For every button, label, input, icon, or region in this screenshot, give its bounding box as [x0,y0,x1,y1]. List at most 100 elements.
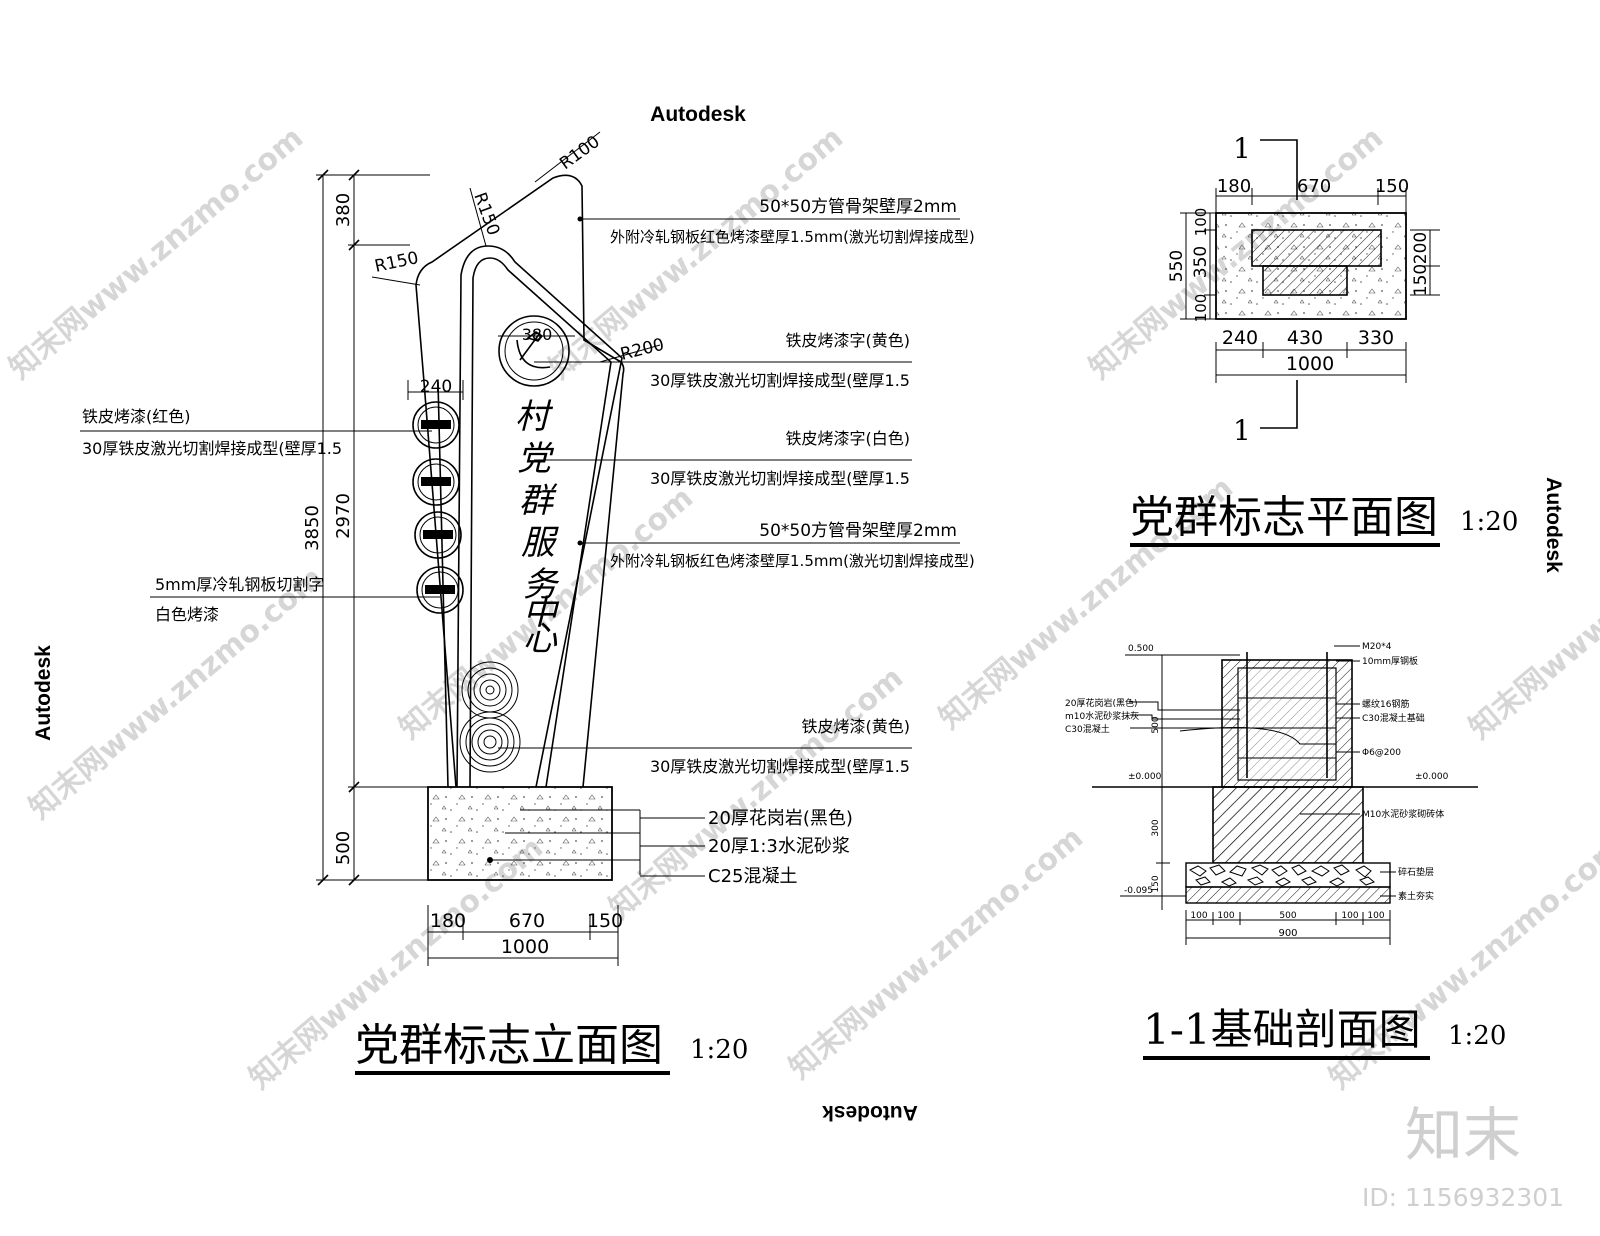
watermark: 知末网www.znzmo.com [23,560,330,826]
svg-text:白色烤漆: 白色烤漆 [155,605,219,624]
elev-bottom: -0.095 [1124,886,1153,896]
plan-dim-bottom-330: 330 [1358,327,1394,349]
wave-ornament [459,661,521,773]
svg-text:铁皮烤漆字(黄色): 铁皮烤漆字(黄色) [786,331,911,350]
svg-text:30厚铁皮激光切割焊接成型(壁厚1.5: 30厚铁皮激光切割焊接成型(壁厚1.5 [650,371,910,390]
label-mortar: m10水泥砂浆抹灰 [1065,710,1139,722]
dim-bottom-150: 150 [587,910,623,932]
base-note-mortar: 20厚1:3水泥砂浆 [708,836,850,857]
plan-dim-bottom-430: 430 [1287,327,1323,349]
elevation-title: 党群标志立面图 [355,1020,663,1071]
svg-text:村: 村 [515,397,554,437]
sec-dim-150: 150 [1151,875,1161,892]
autodesk-label-right: Autodesk [1542,477,1565,573]
base-note-granite: 20厚花岗岩(黑色) [708,808,853,829]
sec-dim-b1: 100 [1190,911,1207,921]
right-callouts: 50*50方管骨架壁厚2mm 外附冷轧钢板红色烤漆壁厚1.5mm(激光切割焊接成… [498,197,975,776]
dim-bottom-1000: 1000 [501,936,549,958]
dim-emblem-380: 380 [522,325,553,344]
label-rebar: 螺纹16钢筋 [1362,698,1409,710]
section-drawing: 0.500 ±0.000 ±0.000 -0.095 M20*4 10mm厚钢板… [1065,642,1506,1060]
elev-zero-left: ±0.000 [1128,772,1162,782]
label-stirrup: Φ6@200 [1362,748,1401,758]
plan-dim-150: 150 [1411,264,1431,296]
plan-dim-bottom-1000: 1000 [1286,353,1334,375]
section-mark-bottom: 1 [1233,414,1251,447]
svg-text:30厚铁皮激光切割焊接成型(壁厚1.5: 30厚铁皮激光切割焊接成型(壁厚1.5 [82,439,342,458]
plan-frame-top [1251,229,1382,267]
sign-outline [415,174,625,788]
radius-r150-top: R150 [469,190,503,238]
svg-text:铁皮烤漆(黄色): 铁皮烤漆(黄色) [802,717,911,736]
label-bolt: M20*4 [1362,642,1392,652]
svg-text:务: 务 [523,565,560,605]
autodesk-label-top: Autodesk [650,103,746,126]
svg-text:50*50方管骨架壁厚2mm: 50*50方管骨架壁厚2mm [759,197,957,217]
watermark: 知末网www.znzmo.com [783,820,1090,1086]
svg-text:铁皮烤漆(红色): 铁皮烤漆(红色) [82,407,191,426]
label-plate: 10mm厚钢板 [1362,655,1418,667]
svg-text:铁皮烤漆字(白色): 铁皮烤漆字(白色) [786,429,911,448]
elev-top: 0.500 [1128,644,1154,654]
plan-drawing: 1 1 180 670 150 550 100 350 100 150 200 [1130,132,1518,547]
elevation-scale: 1:20 [690,1035,748,1065]
vertical-title-text: 村 党 群 服 务 中 心 [515,397,560,659]
round-badges [412,401,464,614]
plan-dim-top-670: 670 [1297,176,1331,197]
dim-total-height: 3850 [302,505,323,551]
plan-frame-bottom [1262,265,1348,296]
svg-text:党: 党 [517,439,555,479]
dim-top-segment: 380 [333,193,354,227]
plan-title: 党群标志平面图 [1130,492,1438,543]
label-soil: 素土夯实 [1398,890,1434,902]
plan-dim-550: 550 [1167,250,1187,282]
brick-body [1212,786,1364,864]
dim-bottom-670: 670 [509,910,545,932]
plan-dim-top-150: 150 [1375,176,1409,197]
watermark: 知末网www.znzmo.com [3,120,310,386]
sec-dim-900: 900 [1278,928,1297,939]
soil-layer [1185,886,1391,904]
elevation-drawing: 3850 380 2970 500 R100 R150 R150 R200 38… [80,131,975,1075]
plan-scale: 1:20 [1460,507,1518,537]
label-gravel: 碎石垫层 [1398,866,1434,878]
dim-circle-240: 240 [420,377,452,397]
image-id-label: ID: 1156932301 [1362,1183,1564,1212]
label-foundation: C30混凝土基础 [1362,712,1425,724]
sec-dim-b3: 500 [1279,911,1296,921]
radius-r100: R100 [556,132,604,174]
dim-middle-segment: 2970 [333,493,354,539]
svg-text:30厚铁皮激光切割焊接成型(壁厚1.5: 30厚铁皮激光切割焊接成型(壁厚1.5 [650,757,910,776]
autodesk-label-left: Autodesk [32,645,55,741]
sec-dim-500: 500 [1151,716,1161,733]
label-brick: M10水泥砂浆砌砖体 [1362,808,1444,820]
autodesk-label-bottom: Autodesk [822,1101,918,1124]
section-scale: 1:20 [1448,1021,1506,1051]
svg-text:外附冷轧钢板红色烤漆壁厚1.5mm(激光切割焊接成型): 外附冷轧钢板红色烤漆壁厚1.5mm(激光切割焊接成型) [610,552,975,570]
base-note-concrete: C25混凝土 [708,866,797,887]
plan-dim-100a: 100 [1192,208,1210,237]
radius-r150-left: R150 [373,248,420,277]
label-stone: 20厚花岗岩(黑色) [1065,697,1137,709]
sec-dim-300: 300 [1151,819,1161,836]
radius-r200: R200 [618,335,666,365]
plan-dim-100b: 100 [1192,294,1210,323]
elev-zero-right: ±0.000 [1415,772,1449,782]
sec-dim-b2: 100 [1217,911,1234,921]
brand-logo: 知末 [1405,1101,1521,1169]
section-mark-top: 1 [1233,132,1251,165]
inner-frame [456,245,623,788]
sec-dim-b5: 100 [1367,911,1384,921]
label-concrete: C30混凝土 [1065,723,1110,735]
svg-text:服: 服 [521,523,559,563]
svg-text:群: 群 [519,481,558,521]
plan-dim-bottom-240: 240 [1222,327,1258,349]
plan-dim-350: 350 [1191,246,1211,278]
svg-text:心: 心 [523,619,558,659]
svg-text:50*50方管骨架壁厚2mm: 50*50方管骨架壁厚2mm [759,521,957,541]
svg-text:30厚铁皮激光切割焊接成型(壁厚1.5: 30厚铁皮激光切割焊接成型(壁厚1.5 [650,469,910,488]
plan-dim-200: 200 [1411,232,1431,264]
svg-text:中: 中 [523,593,560,633]
svg-text:外附冷轧钢板红色烤漆壁厚1.5mm(激光切割焊接成型): 外附冷轧钢板红色烤漆壁厚1.5mm(激光切割焊接成型) [610,228,975,246]
